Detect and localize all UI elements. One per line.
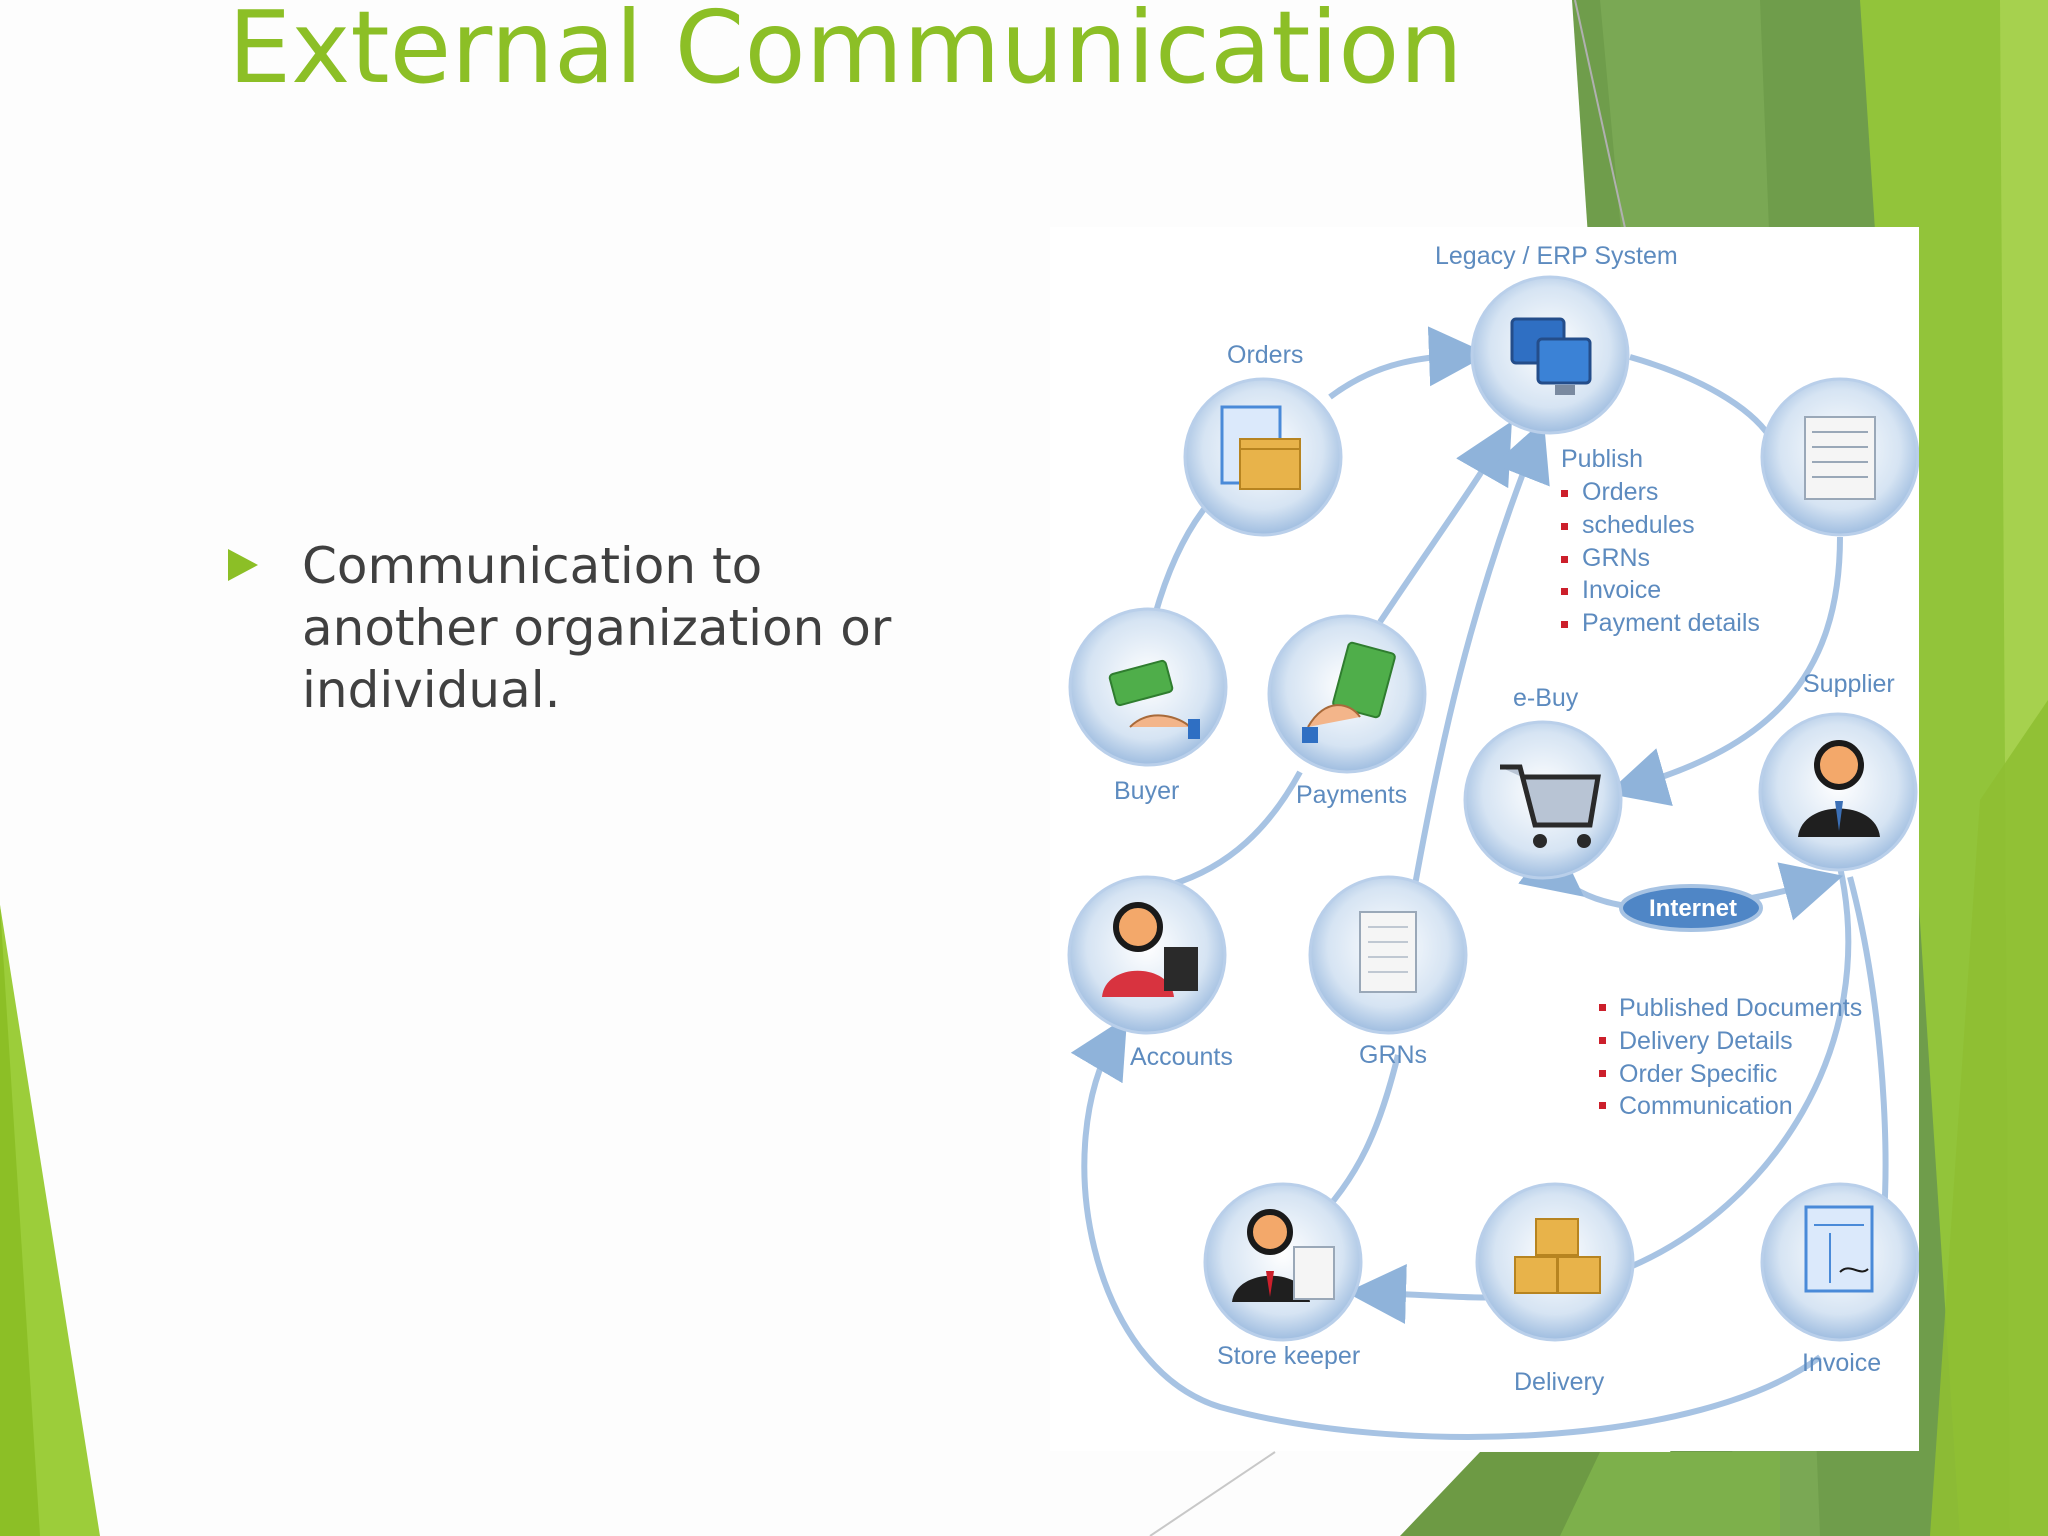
orders-label: Orders xyxy=(1227,341,1303,369)
legacy-erp-node xyxy=(1470,275,1630,435)
slide-title: External Communication xyxy=(228,0,1463,106)
internet-label: Internet xyxy=(1649,895,1737,922)
delivery-node xyxy=(1475,1182,1635,1342)
supplier-info-item: Published Documents xyxy=(1619,994,1862,1022)
store-keeper-node xyxy=(1203,1182,1363,1342)
ebuy-node xyxy=(1463,720,1623,880)
supplier-label: Supplier xyxy=(1803,670,1895,698)
delivery-label: Delivery xyxy=(1514,1368,1605,1396)
supplier-info-item: Delivery Details xyxy=(1619,1027,1793,1055)
legacy-erp-label: Legacy / ERP System xyxy=(1435,242,1678,270)
buyer-label: Buyer xyxy=(1114,777,1179,805)
payments-label: Payments xyxy=(1296,781,1407,809)
orders-node xyxy=(1183,377,1343,537)
store-keeper-label: Store keeper xyxy=(1217,1342,1360,1370)
supplier-node xyxy=(1758,712,1918,872)
accounts-label: Accounts xyxy=(1130,1043,1233,1071)
supplier-info-item: Communication xyxy=(1619,1092,1793,1120)
communication-diagram: Legacy / ERP System Orders Buyer Payment… xyxy=(1050,227,1919,1451)
publish-item: GRNs xyxy=(1582,544,1650,572)
invoice-node xyxy=(1760,1182,1919,1342)
invoice-label: Invoice xyxy=(1802,1349,1881,1377)
publish-item: schedules xyxy=(1582,511,1695,539)
publish-item: Payment details xyxy=(1582,609,1760,637)
ebuy-label: e-Buy xyxy=(1513,684,1579,712)
bullet-text: Communication to another organization or… xyxy=(302,537,892,719)
publish-item: Orders xyxy=(1582,478,1658,506)
internet-cloud-icon: Internet xyxy=(1619,884,1763,932)
publish-list: Publish Orders schedules GRNs Invoice Pa… xyxy=(1561,445,1760,637)
payments-node xyxy=(1267,614,1427,774)
publish-item: Invoice xyxy=(1582,576,1661,604)
buyer-node xyxy=(1068,607,1228,767)
supplier-info-item: Order Specific xyxy=(1619,1060,1777,1088)
grns-node xyxy=(1308,875,1468,1035)
bullet-arrow-icon xyxy=(228,549,258,581)
supplier-info-list: Published Documents Delivery Details Ord… xyxy=(1599,994,1862,1120)
publish-heading: Publish xyxy=(1561,445,1643,473)
grns-label: GRNs xyxy=(1359,1041,1427,1069)
bullet-list: Communication to another organization or… xyxy=(228,535,948,721)
supplier-document-node xyxy=(1760,377,1919,537)
bullet-item: Communication to another organization or… xyxy=(228,535,948,721)
accounts-node xyxy=(1067,875,1227,1035)
